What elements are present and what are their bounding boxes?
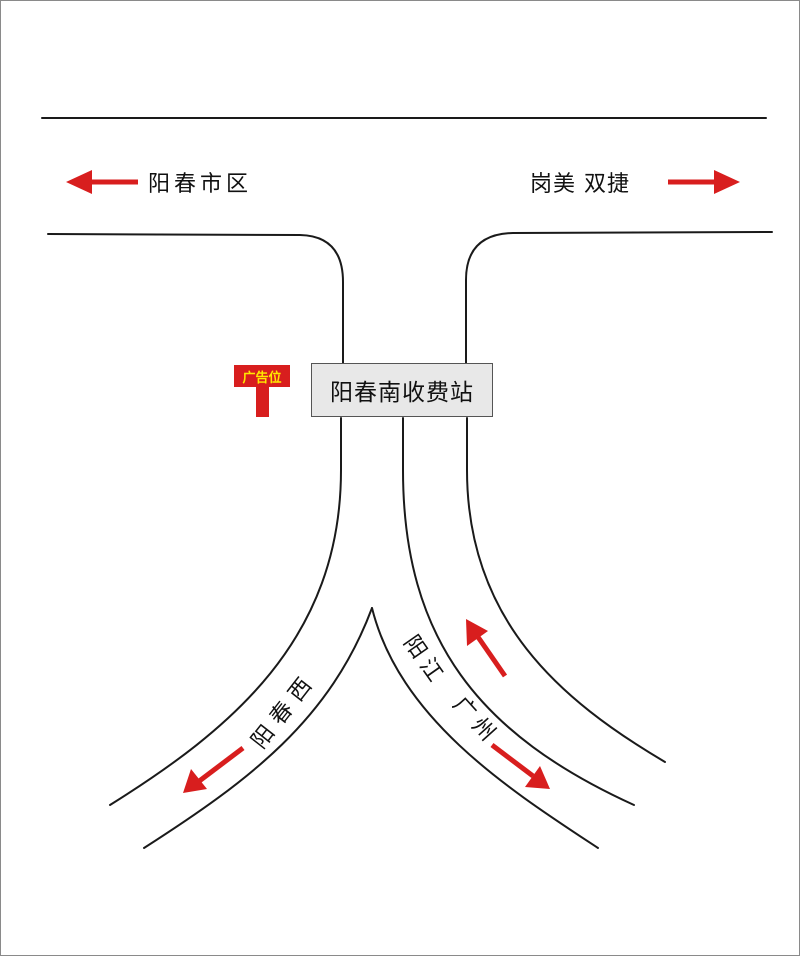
arrow-left-icon	[66, 170, 138, 194]
main-road-south-edge-east	[465, 231, 773, 364]
toll-station-label: 阳春南收费站	[311, 363, 493, 417]
arrow-up-left-icon	[466, 619, 508, 678]
ad-sign-post	[256, 387, 269, 417]
label-east-destination: 岗美 双捷	[530, 172, 630, 197]
ad-sign: 广告位	[234, 365, 290, 417]
main-road-south-edge-west	[47, 233, 344, 364]
connector-east-edge	[466, 417, 666, 763]
connector-center-line	[402, 417, 635, 806]
arrow-down-right-icon	[490, 743, 550, 789]
label-west-destination: 阳春市区	[148, 172, 252, 197]
connector-west-edge	[109, 417, 342, 806]
connector-median-left	[143, 607, 373, 849]
connector-median-right	[371, 607, 599, 849]
ad-sign-board: 广告位	[234, 365, 290, 387]
arrow-right-icon	[668, 170, 740, 194]
arrow-down-left-icon	[183, 746, 245, 793]
